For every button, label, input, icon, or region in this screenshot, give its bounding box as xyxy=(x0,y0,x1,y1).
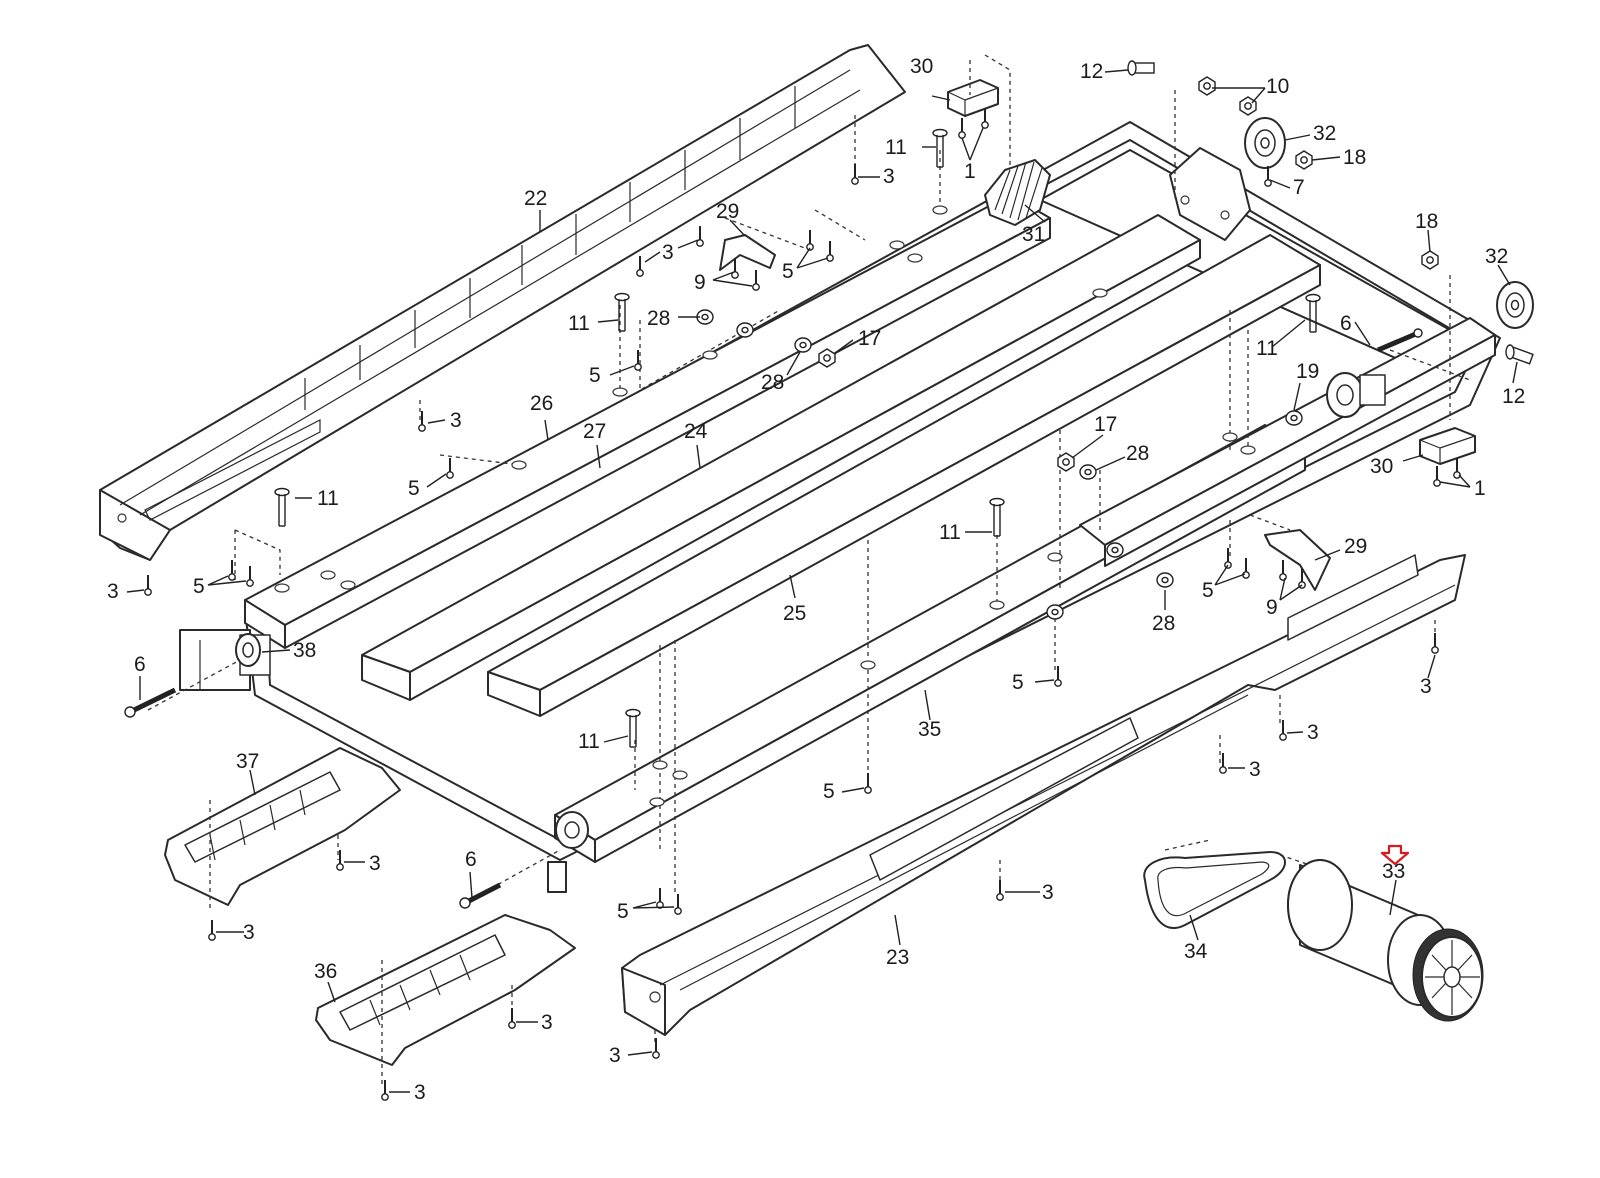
label-3: 3 xyxy=(662,241,674,264)
label-3: 3 xyxy=(414,1081,426,1104)
label-19: 19 xyxy=(1296,360,1319,383)
label-5: 5 xyxy=(589,364,601,387)
label-5: 5 xyxy=(1012,671,1024,694)
hardware-pins xyxy=(124,60,1534,909)
label-36: 36 xyxy=(314,960,337,983)
part-27-deck-board xyxy=(361,214,1201,701)
label-23: 23 xyxy=(886,946,909,969)
label-3: 3 xyxy=(1249,758,1261,781)
part-34-drive-belt xyxy=(1143,851,1286,929)
part-32-pulley-lower xyxy=(1496,281,1534,329)
label-6: 6 xyxy=(465,848,477,871)
label-30: 30 xyxy=(1370,455,1393,478)
label-11: 11 xyxy=(939,521,961,544)
label-3: 3 xyxy=(107,580,119,603)
label-17: 17 xyxy=(1094,413,1117,436)
label-11: 11 xyxy=(1256,337,1278,360)
label-25: 25 xyxy=(783,602,806,625)
label-28: 28 xyxy=(1152,612,1175,635)
label-33: 33 xyxy=(1382,860,1405,883)
label-29: 29 xyxy=(1344,535,1367,558)
label-26: 26 xyxy=(530,392,553,415)
label-5: 5 xyxy=(823,780,835,803)
label-3: 3 xyxy=(541,1011,553,1034)
part-labels: 30 12 10 32 18 7 11 3 1 31 22 29 3 5 9 1… xyxy=(107,55,1525,1104)
part-22-left-side-rail xyxy=(99,44,906,561)
label-3: 3 xyxy=(1307,721,1319,744)
part-35-right-rail xyxy=(554,317,1496,863)
label-11: 11 xyxy=(885,136,907,159)
label-28: 28 xyxy=(761,371,784,394)
part-23-right-side-rail xyxy=(621,554,1466,1036)
label-3: 3 xyxy=(1042,881,1054,904)
label-12: 12 xyxy=(1502,385,1525,408)
part-30-block-upper xyxy=(947,79,999,117)
part-32-pulley-upper xyxy=(1244,117,1286,169)
label-9: 9 xyxy=(694,271,706,294)
label-1: 1 xyxy=(964,160,976,183)
label-11: 11 xyxy=(578,730,600,753)
label-28: 28 xyxy=(1126,442,1149,465)
down-arrow-outline-icon xyxy=(1380,844,1410,866)
label-3: 3 xyxy=(883,165,895,188)
part-29-bracket-lower xyxy=(1264,529,1331,591)
rear-roller-right xyxy=(1326,372,1386,418)
label-17: 17 xyxy=(858,327,881,350)
label-5: 5 xyxy=(193,575,205,598)
part-38-rear-roller xyxy=(235,633,261,667)
label-5: 5 xyxy=(1202,579,1214,602)
label-24: 24 xyxy=(684,420,708,443)
label-34: 34 xyxy=(1184,940,1208,963)
part-37-rear-end-cap-left xyxy=(164,747,401,906)
label-9: 9 xyxy=(1266,596,1278,619)
label-22: 22 xyxy=(524,187,547,210)
label-27: 27 xyxy=(583,420,606,443)
label-38: 38 xyxy=(293,639,316,662)
label-29: 29 xyxy=(716,200,739,223)
label-11: 11 xyxy=(568,312,590,335)
label-10: 10 xyxy=(1266,75,1289,98)
label-18: 18 xyxy=(1343,146,1366,169)
label-11: 11 xyxy=(317,487,339,510)
label-3: 3 xyxy=(1420,675,1432,698)
label-32: 32 xyxy=(1313,122,1336,145)
label-5: 5 xyxy=(617,900,629,923)
label-5: 5 xyxy=(782,260,794,283)
part-33-drive-motor xyxy=(1287,859,1484,1022)
part-24-deck-board xyxy=(487,234,1321,717)
part-31-front-roller xyxy=(984,159,1051,226)
part-36-rear-end-cap-right xyxy=(315,914,576,1066)
label-3: 3 xyxy=(369,852,381,875)
motor-mount-bracket xyxy=(1169,147,1251,241)
label-31: 31 xyxy=(1022,223,1045,246)
label-3: 3 xyxy=(450,409,462,432)
label-7: 7 xyxy=(1293,176,1305,199)
part-26-left-rail xyxy=(179,194,1051,691)
label-5: 5 xyxy=(408,477,420,500)
leader-lines xyxy=(126,69,1518,1093)
label-3: 3 xyxy=(609,1044,621,1067)
label-12: 12 xyxy=(1080,60,1103,83)
label-28: 28 xyxy=(647,307,670,330)
label-1: 1 xyxy=(1474,477,1486,500)
front-bracket-left xyxy=(547,811,589,893)
label-35: 35 xyxy=(918,718,941,741)
label-6: 6 xyxy=(1340,312,1352,335)
label-18: 18 xyxy=(1415,210,1438,233)
label-6: 6 xyxy=(134,653,146,676)
label-3: 3 xyxy=(243,921,255,944)
part-29-bracket-upper xyxy=(719,234,776,271)
part-30-block-lower xyxy=(1419,427,1476,465)
label-37: 37 xyxy=(236,750,259,773)
label-30: 30 xyxy=(910,55,933,78)
label-32: 32 xyxy=(1485,245,1508,268)
